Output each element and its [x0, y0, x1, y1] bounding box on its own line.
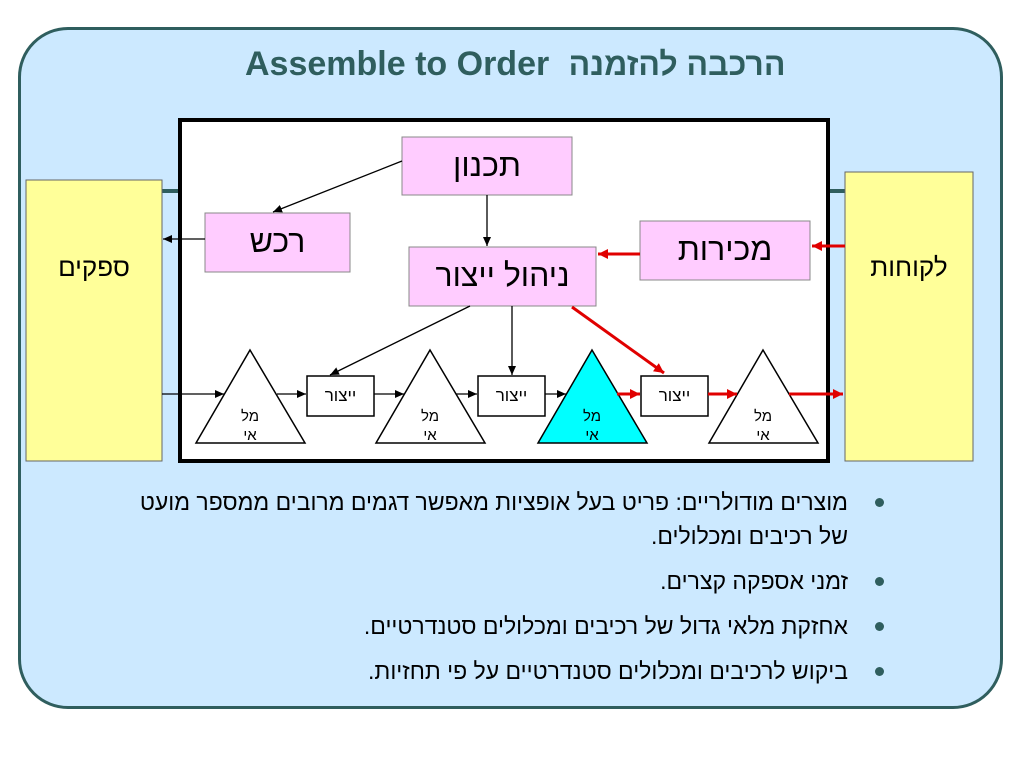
inventory-label-2b: אי — [423, 427, 437, 444]
production-box-1 — [306, 375, 375, 417]
purchasing-label: רכש — [249, 223, 306, 259]
customers-label: לקוחות — [870, 252, 948, 282]
bullet-list: מוצרים מודולריים: פריט בעל אופציות מאפשר… — [130, 485, 900, 699]
production-label-1: ייצור — [324, 386, 357, 405]
suppliers-label: ספקים — [58, 252, 130, 282]
inventory-label-4b: אי — [756, 427, 770, 444]
bullet-text: ביקוש לרכיבים ומכלולים סטנדרטיים על פי ת… — [368, 658, 848, 684]
inventory-label-1a: מל — [240, 408, 260, 425]
planning-label: תכנון — [453, 147, 521, 183]
bullet-dot-icon — [875, 498, 884, 507]
inventory-label-3a: מל — [582, 408, 602, 425]
inventory-label-4a: מל — [753, 408, 773, 425]
title-hebrew: הרכבה להזמנה — [568, 46, 786, 82]
separator-line-left — [160, 189, 182, 193]
bullet-item: מוצרים מודולריים: פריט בעל אופציות מאפשר… — [130, 485, 900, 553]
production-mgmt-box — [408, 246, 597, 307]
customers-box — [844, 171, 974, 462]
production-box-2 — [477, 375, 546, 417]
planning-box — [401, 136, 573, 196]
production-box-3 — [640, 375, 709, 417]
bullet-dot-icon — [875, 667, 884, 676]
sales-label: מכירות — [677, 231, 773, 267]
title-english: Assemble to Order — [245, 45, 550, 83]
bullet-text: אחזקת מלאי גדול של רכיבים ומכלולים סטנדר… — [363, 613, 848, 639]
bullet-text: זמני אספקה קצרים. — [660, 568, 848, 594]
bullet-dot-icon — [875, 622, 884, 631]
bullet-dot-icon — [875, 577, 884, 586]
production-label-3: ייצור — [658, 386, 691, 405]
production-label-2: ייצור — [495, 386, 528, 405]
red-arrow-mgmt-to-production-3 — [571, 305, 665, 375]
inventory-label-2a: מל — [420, 408, 440, 425]
slide-title: Assemble to Order הרכבה להזמנה — [245, 45, 945, 93]
sales-box — [639, 220, 811, 281]
purchasing-box — [204, 212, 351, 273]
suppliers-box — [25, 179, 163, 462]
bullet-item: זמני אספקה קצרים. — [130, 564, 900, 598]
bullet-item: ביקוש לרכיבים ומכלולים סטנדרטיים על פי ת… — [130, 654, 900, 688]
inventory-label-1b: אי — [243, 427, 257, 444]
arrow-mgmt-to-production-1 — [329, 305, 471, 376]
arrow-planning-to-purchasing — [272, 160, 403, 213]
inventory-label-3b: אי — [585, 427, 599, 444]
production-mgmt-label: ניהול ייצור — [435, 257, 570, 293]
bullet-item: אחזקת מלאי גדול של רכיבים ומכלולים סטנדר… — [130, 609, 900, 643]
separator-line-right — [828, 189, 848, 193]
bullet-text: מוצרים מודולריים: פריט בעל אופציות מאפשר… — [139, 489, 848, 549]
